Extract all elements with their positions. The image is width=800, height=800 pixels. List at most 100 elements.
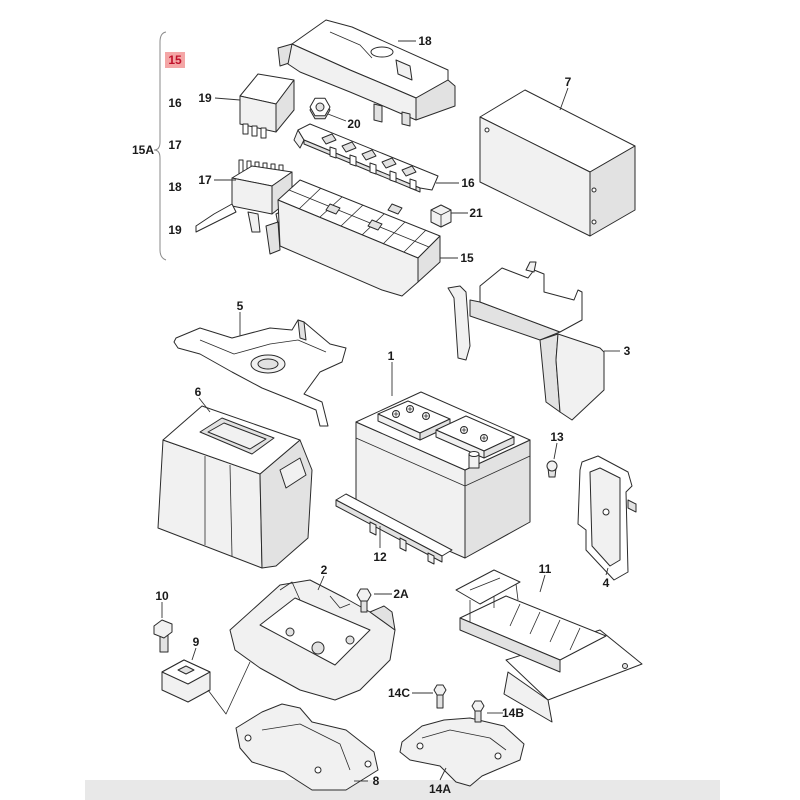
holder-top-plate [455,569,521,605]
fuse-box-divider [403,229,427,253]
busbar-slot [381,157,397,169]
strip-tab [427,552,435,565]
battery-terminal-top [468,451,480,457]
callout-7[interactable]: 7 [565,75,572,89]
callout-14b[interactable]: 14B [502,706,524,720]
callout-2a[interactable]: 2A [393,587,409,601]
busbar-terminal [369,162,377,175]
holder-tooth [529,611,541,635]
callout-9[interactable]: 9 [193,635,200,649]
vent-cap-icon [460,426,468,434]
tray-boss [345,635,355,645]
group-item-15[interactable]: 15 [168,53,182,67]
group-item-16[interactable]: 16 [168,96,182,110]
callout-3[interactable]: 3 [624,344,631,358]
battery-thermal-cover [157,405,313,569]
holder-rail-front [459,617,561,673]
relay-pin [251,125,258,137]
callout-16[interactable]: 16 [461,176,475,190]
bolt-14c [433,684,447,709]
callout-6[interactable]: 6 [195,385,202,399]
nut [309,97,331,120]
callout-14c[interactable]: 14C [388,686,410,700]
fuse-box-socket [325,203,341,215]
busbar-slot [321,133,337,145]
vent-cap-icon [392,410,400,418]
group-label[interactable]: 15A [132,143,154,157]
callout-5[interactable]: 5 [237,299,244,313]
callout-11[interactable]: 11 [539,562,552,576]
fuse-box-divider [288,189,430,248]
callout-21[interactable]: 21 [469,206,483,220]
bolt-head [433,684,447,696]
callout-20[interactable]: 20 [347,117,361,131]
callout-8[interactable]: 8 [373,774,380,788]
callout-17[interactable]: 17 [198,173,212,187]
holder-tooth [569,627,581,651]
cover6-recess-inner [207,422,267,450]
cover6-groove [229,464,233,557]
fuse-box-side [417,235,441,283]
tray-floor [259,597,371,666]
clamp-slot [177,665,195,675]
leader-line-7 [559,87,569,111]
callout-1[interactable]: 1 [388,349,395,363]
bolt-10 [153,619,173,653]
bracket-ridge [199,339,327,355]
housing-front-wall [555,333,605,421]
battery-band [355,437,466,487]
cover-clip-right [401,111,411,127]
callout-10[interactable]: 10 [155,589,169,603]
callout-19[interactable]: 19 [198,91,212,105]
cover-emblem [370,46,394,58]
busbar-slot [401,165,417,177]
holder-upright [515,583,519,601]
lower-bracket-ridge [261,723,351,771]
bracket-tab [297,319,307,341]
holder-hole [622,663,628,669]
busbar-slot [361,149,377,161]
bracket-14a [399,717,525,787]
group-item-17[interactable]: 17 [168,138,182,152]
holder-tooth [509,603,521,627]
bracket-14a-hole [416,742,424,750]
housing-floor [469,299,561,341]
bracket-14a-ridge [421,729,507,751]
fuse-box-divider [340,204,364,227]
callout-18[interactable]: 18 [418,34,432,48]
group-item-18[interactable]: 18 [168,180,182,194]
busbar-terminal [389,170,397,183]
holder-tooth [549,619,561,643]
busbar-terminal [329,146,337,159]
leader-line-13 [553,442,558,460]
bolt-head [471,700,485,712]
callout-14a[interactable]: 14A [429,782,451,796]
connection-line [207,661,251,715]
callout-4[interactable]: 4 [603,576,610,590]
cover-clip-bottom [373,103,383,123]
tray-boss [285,627,295,637]
strip-tab [399,537,407,552]
callout-13[interactable]: 13 [550,430,564,444]
bolt-shaft [474,709,482,723]
callout-15[interactable]: 15 [460,251,474,265]
bolt-head [356,588,372,602]
bolt-2a [356,588,372,613]
leader-line-4 [605,567,609,576]
strip-side [335,499,443,563]
vent-cap-icon [480,434,488,442]
callout-2[interactable]: 2 [321,563,328,577]
box-side [589,145,636,237]
holder-flap [503,671,553,723]
box-notch [484,127,490,133]
fuse-box-divider [382,221,406,245]
leader-line-14a [439,767,447,781]
screw-head [546,460,558,472]
bracket-plate [173,319,347,427]
screw [546,460,558,478]
callout-12[interactable]: 12 [373,550,387,564]
busbar-slot [341,141,357,153]
group-item-19[interactable]: 19 [168,223,182,237]
bolt-shaft [436,693,444,709]
